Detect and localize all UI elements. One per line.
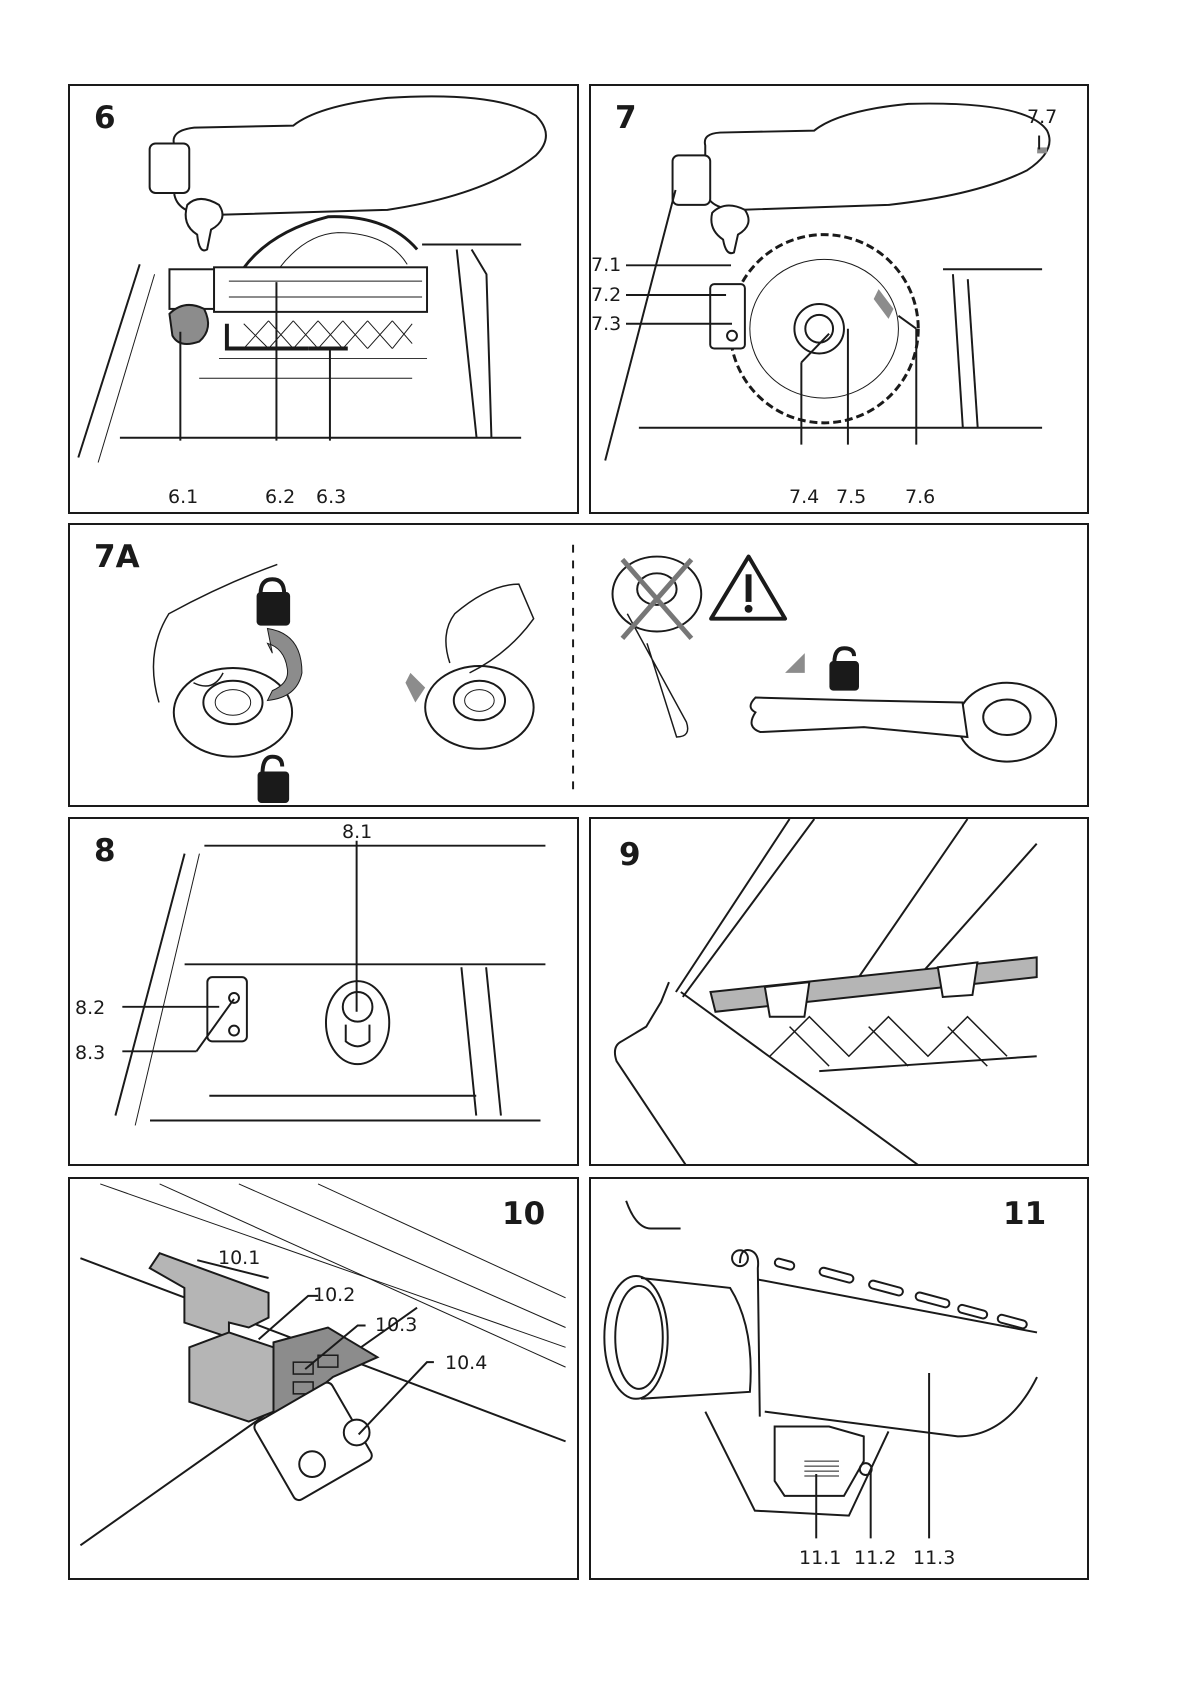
figure-7a-panel: 7A	[68, 523, 1089, 807]
callout-7-6: 7.6	[905, 488, 935, 507]
padlock-open-icon	[829, 648, 859, 690]
callout-6-2: 6.2	[265, 488, 295, 507]
callout-8-3: 8.3	[75, 1044, 105, 1063]
callout-7-7: 7.7	[1027, 108, 1057, 127]
figure-7-illustration	[591, 86, 1087, 512]
callout-10-4: 10.4	[445, 1354, 487, 1373]
figure-number: 9	[619, 840, 641, 871]
padlock-open-icon	[258, 757, 290, 803]
callout-8-1: 8.1	[342, 823, 372, 842]
figure-11-panel: 11 11.1 11.2 11.3	[589, 1177, 1089, 1580]
padlock-closed-icon	[257, 579, 291, 625]
figure-number: 10	[502, 1199, 545, 1230]
callout-7-1: 7.1	[591, 256, 621, 275]
callout-10-3: 10.3	[375, 1316, 417, 1335]
figure-7a-illustration	[70, 525, 1087, 805]
callout-11-3: 11.3	[913, 1549, 955, 1568]
callout-7-4: 7.4	[789, 488, 819, 507]
figure-10-panel: 10 10.1 10.2 10.3 10.4	[68, 1177, 579, 1580]
callout-8-2: 8.2	[75, 999, 105, 1018]
callout-6-3: 6.3	[316, 488, 346, 507]
figure-9-panel: 9	[589, 817, 1089, 1166]
figure-11-illustration	[591, 1179, 1087, 1578]
figure-number: 11	[1003, 1199, 1046, 1230]
figure-6-panel: 6 6.1 6.2 6.3	[68, 84, 579, 514]
callout-11-2: 11.2	[854, 1549, 896, 1568]
figure-9-illustration	[591, 819, 1087, 1164]
callout-6-1: 6.1	[168, 488, 198, 507]
callout-7-3: 7.3	[591, 315, 621, 334]
figure-number: 7A	[94, 542, 140, 573]
figure-6-illustration	[70, 86, 577, 512]
callout-7-2: 7.2	[591, 286, 621, 305]
figure-10-illustration	[70, 1179, 577, 1578]
figure-number: 6	[94, 103, 116, 134]
figure-number: 7	[615, 103, 637, 134]
warning-triangle-icon	[746, 574, 752, 602]
callout-10-2: 10.2	[313, 1286, 355, 1305]
callout-7-5: 7.5	[836, 488, 866, 507]
callout-10-1: 10.1	[218, 1249, 260, 1268]
figure-8-illustration	[70, 819, 577, 1164]
figure-8-panel: 8 8.1 8.2 8.3	[68, 817, 579, 1166]
figure-number: 8	[94, 836, 116, 867]
callout-11-1: 11.1	[799, 1549, 841, 1568]
figure-7-panel: 7 7.1 7.2 7.3 7.4 7.5 7.6 7.7	[589, 84, 1089, 514]
